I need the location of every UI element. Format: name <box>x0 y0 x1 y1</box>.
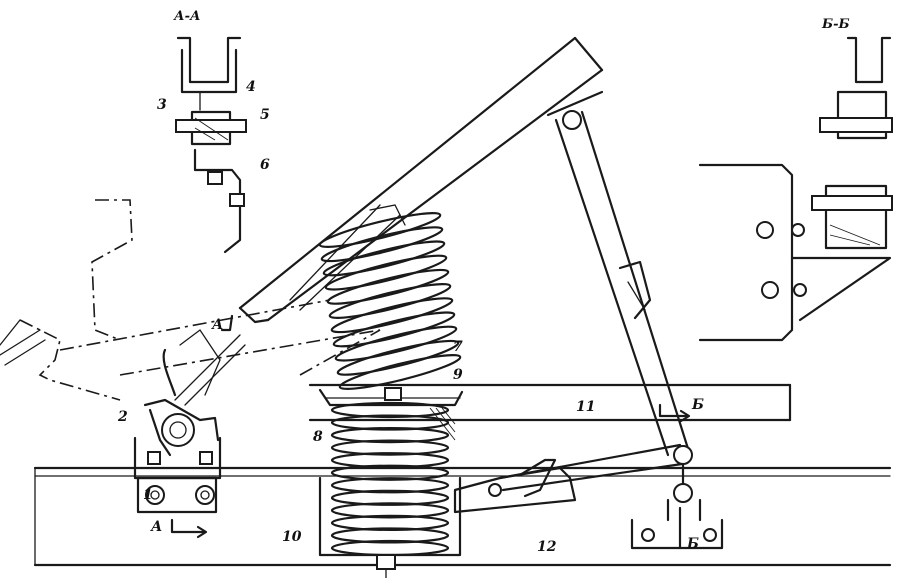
spring-coil <box>330 527 450 544</box>
spring-coil <box>336 339 460 376</box>
spring-coil <box>330 514 450 532</box>
spring-coil <box>330 401 450 419</box>
callout-8: 8 <box>313 429 323 445</box>
spring-coil <box>330 502 450 519</box>
spring-coil <box>330 464 450 481</box>
callout-6: 6 <box>260 157 270 173</box>
callout-2: 2 <box>118 409 128 425</box>
section-mark-a-bottom: А <box>151 519 163 535</box>
spring-coil <box>334 325 458 362</box>
section-title-bb: Б-Б <box>822 17 850 32</box>
frame-rail <box>33 466 892 567</box>
callout-10: 10 <box>282 529 302 545</box>
callout-4: 4 <box>246 79 256 95</box>
spring-coil <box>338 354 462 390</box>
vehicle-body-outline <box>0 199 381 401</box>
link-rod <box>453 443 684 514</box>
spring-coil <box>332 311 456 348</box>
upper-spring <box>318 212 462 390</box>
lower-right-bracket <box>630 498 724 550</box>
inset-section-aa <box>175 36 247 254</box>
section-mark-b-bottom: Б <box>687 536 699 552</box>
section-title-aa: А-А <box>174 9 201 24</box>
spring-coil <box>318 212 442 248</box>
swing-arm <box>238 36 604 324</box>
lower-spring-seat <box>318 476 462 578</box>
spring-coil <box>328 283 452 319</box>
spring-coil <box>330 439 450 456</box>
cross-beam <box>308 383 792 441</box>
spring-coil <box>326 268 450 305</box>
section-mark-b-top: Б <box>692 397 704 413</box>
section-marks <box>170 314 691 550</box>
callout-1: 1 <box>143 487 153 503</box>
callout-11: 11 <box>576 399 596 415</box>
callout-5: 5 <box>260 107 270 123</box>
spring-coil <box>324 254 448 291</box>
callout-12: 12 <box>537 539 557 555</box>
section-mark-a-top: А <box>212 317 224 333</box>
callout-3: 3 <box>157 97 167 113</box>
hinge-bracket <box>133 329 246 514</box>
spring-coil <box>330 297 454 334</box>
spring-coil <box>322 240 446 277</box>
callout-9: 9 <box>453 367 463 383</box>
inset-section-bb <box>698 36 893 342</box>
callout-7: 7 <box>453 339 463 355</box>
strut <box>546 90 693 503</box>
lower-spring <box>330 401 450 557</box>
spring-coil <box>320 226 444 263</box>
spring-coil <box>330 477 450 494</box>
spring-coil <box>330 489 450 506</box>
spring-coil <box>330 426 450 444</box>
spring-coil <box>330 452 450 469</box>
